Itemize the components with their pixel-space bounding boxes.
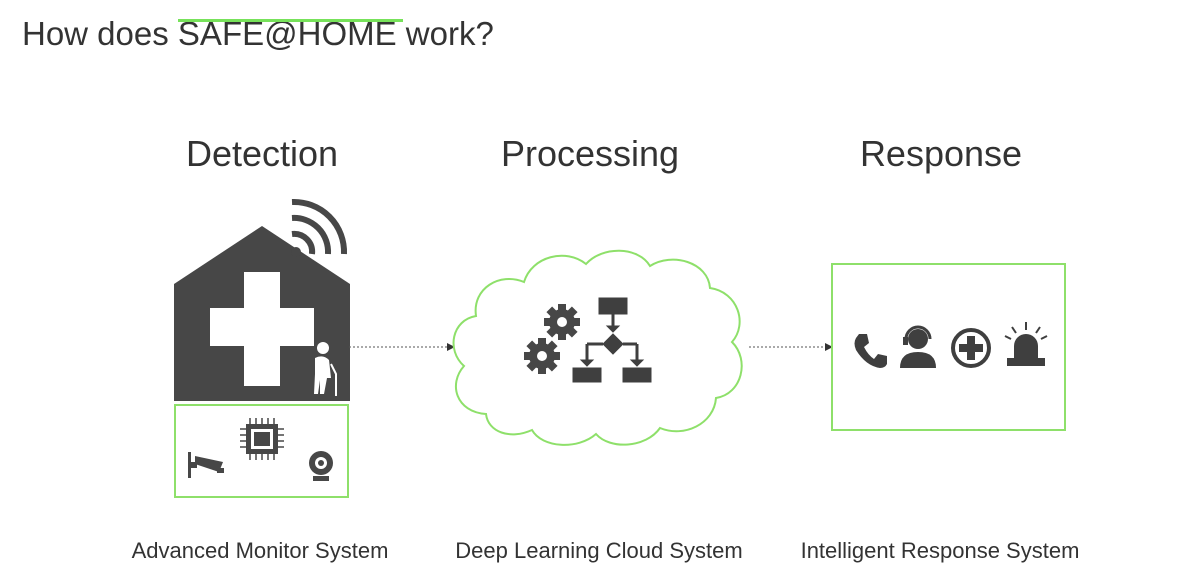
processing-heading: Processing: [500, 133, 680, 174]
title-suffix: work?: [396, 15, 494, 52]
medical-cross-icon: [210, 272, 314, 386]
connector-arrow-1: [349, 343, 455, 351]
chip-icon: [240, 418, 284, 460]
webcam-icon: [309, 451, 333, 481]
response-heading: Response: [859, 133, 1023, 174]
connector-arrow-2: [749, 343, 833, 351]
title-prefix: How does: [22, 15, 178, 52]
flowchart-icon: [572, 297, 652, 383]
cloud-icon: [452, 249, 743, 446]
response-box: [831, 263, 1066, 431]
wifi-signal-icon: [291, 198, 348, 257]
page-title: How does SAFE@HOME work?: [22, 12, 494, 56]
processing-caption: Deep Learning Cloud System: [455, 538, 743, 563]
operator-headset-icon: [900, 325, 936, 368]
elderly-person-icon: [314, 342, 337, 396]
detection-caption: Advanced Monitor System: [131, 538, 389, 563]
security-camera-icon: [188, 452, 224, 478]
detection-heading: Detection: [185, 133, 339, 174]
alarm-siren-icon: [1004, 322, 1048, 366]
phone-icon: [854, 334, 887, 368]
house-icon: [174, 226, 350, 401]
gears-icon: [524, 304, 580, 374]
response-caption: Intelligent Response System: [800, 538, 1080, 563]
title-brand: SAFE@HOME: [177, 15, 397, 52]
medical-plus-icon: [951, 328, 991, 368]
sensor-box: [174, 404, 349, 498]
